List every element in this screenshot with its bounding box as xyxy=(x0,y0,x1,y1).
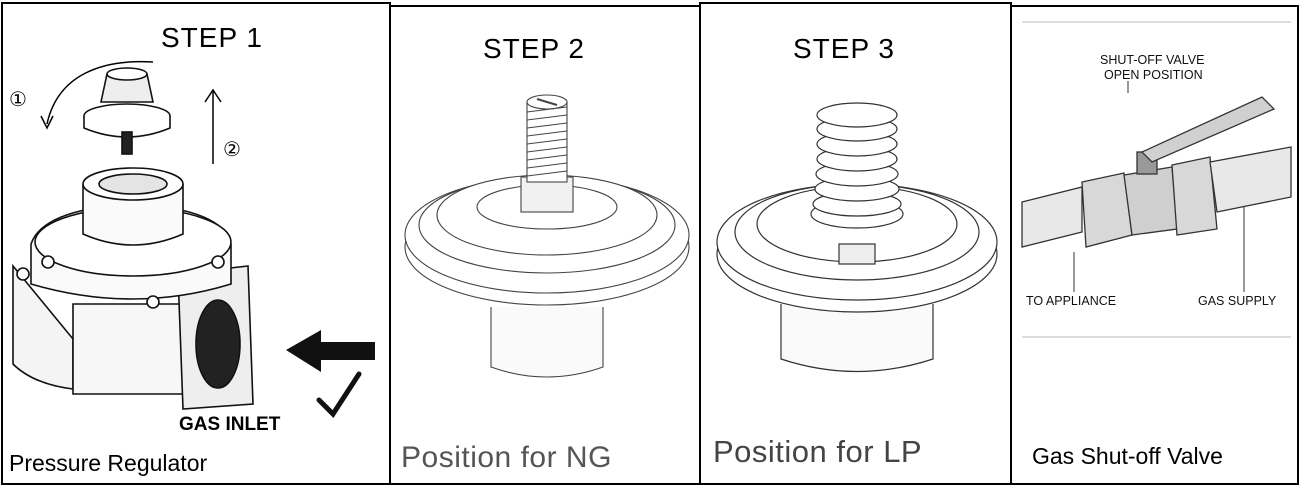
ng-spring-illustration xyxy=(404,94,690,378)
to-appliance-label: TO APPLIANCE xyxy=(1026,294,1117,308)
gas-inlet-label: GAS INLET xyxy=(179,414,281,435)
panel-step-3: STEP 3 Position for LP xyxy=(699,2,1012,485)
check-mark-icon xyxy=(316,371,362,418)
valve-top-label-1: SHUT-OFF VALVE xyxy=(1100,53,1205,67)
panel-2-caption: Position for NG xyxy=(401,441,612,474)
valve-top-label-2: OPEN POSITION xyxy=(1104,68,1203,82)
panel-3-caption: Position for LP xyxy=(713,434,923,469)
rotate-arrow-icon xyxy=(46,60,154,125)
regulator-body xyxy=(12,167,254,410)
inlet-arrow-icon xyxy=(286,330,375,372)
panel-step-1: STEP 1 xyxy=(1,2,391,485)
step-1-title: STEP 1 xyxy=(161,22,263,53)
lp-spring-illustration xyxy=(716,102,998,373)
cap-icon xyxy=(83,67,171,155)
gas-supply-label: GAS SUPPLY xyxy=(1198,294,1277,308)
regulator-illustration xyxy=(12,60,375,418)
panel-4-caption: Gas Shut-off Valve xyxy=(1032,443,1223,469)
panel-valve: SHUT-OFF VALVE OPEN POSITION TO APPLIANC… xyxy=(1010,5,1299,485)
step-marker-1: ① xyxy=(9,89,27,111)
panel-step-2: STEP 2 Position for NG xyxy=(389,5,701,485)
step-marker-2: ② xyxy=(223,139,241,161)
shutoff-valve-illustration xyxy=(1021,21,1292,338)
panel-1-caption: Pressure Regulator xyxy=(9,450,208,476)
step-3-title: STEP 3 xyxy=(793,33,895,64)
step-2-title: STEP 2 xyxy=(483,33,585,64)
